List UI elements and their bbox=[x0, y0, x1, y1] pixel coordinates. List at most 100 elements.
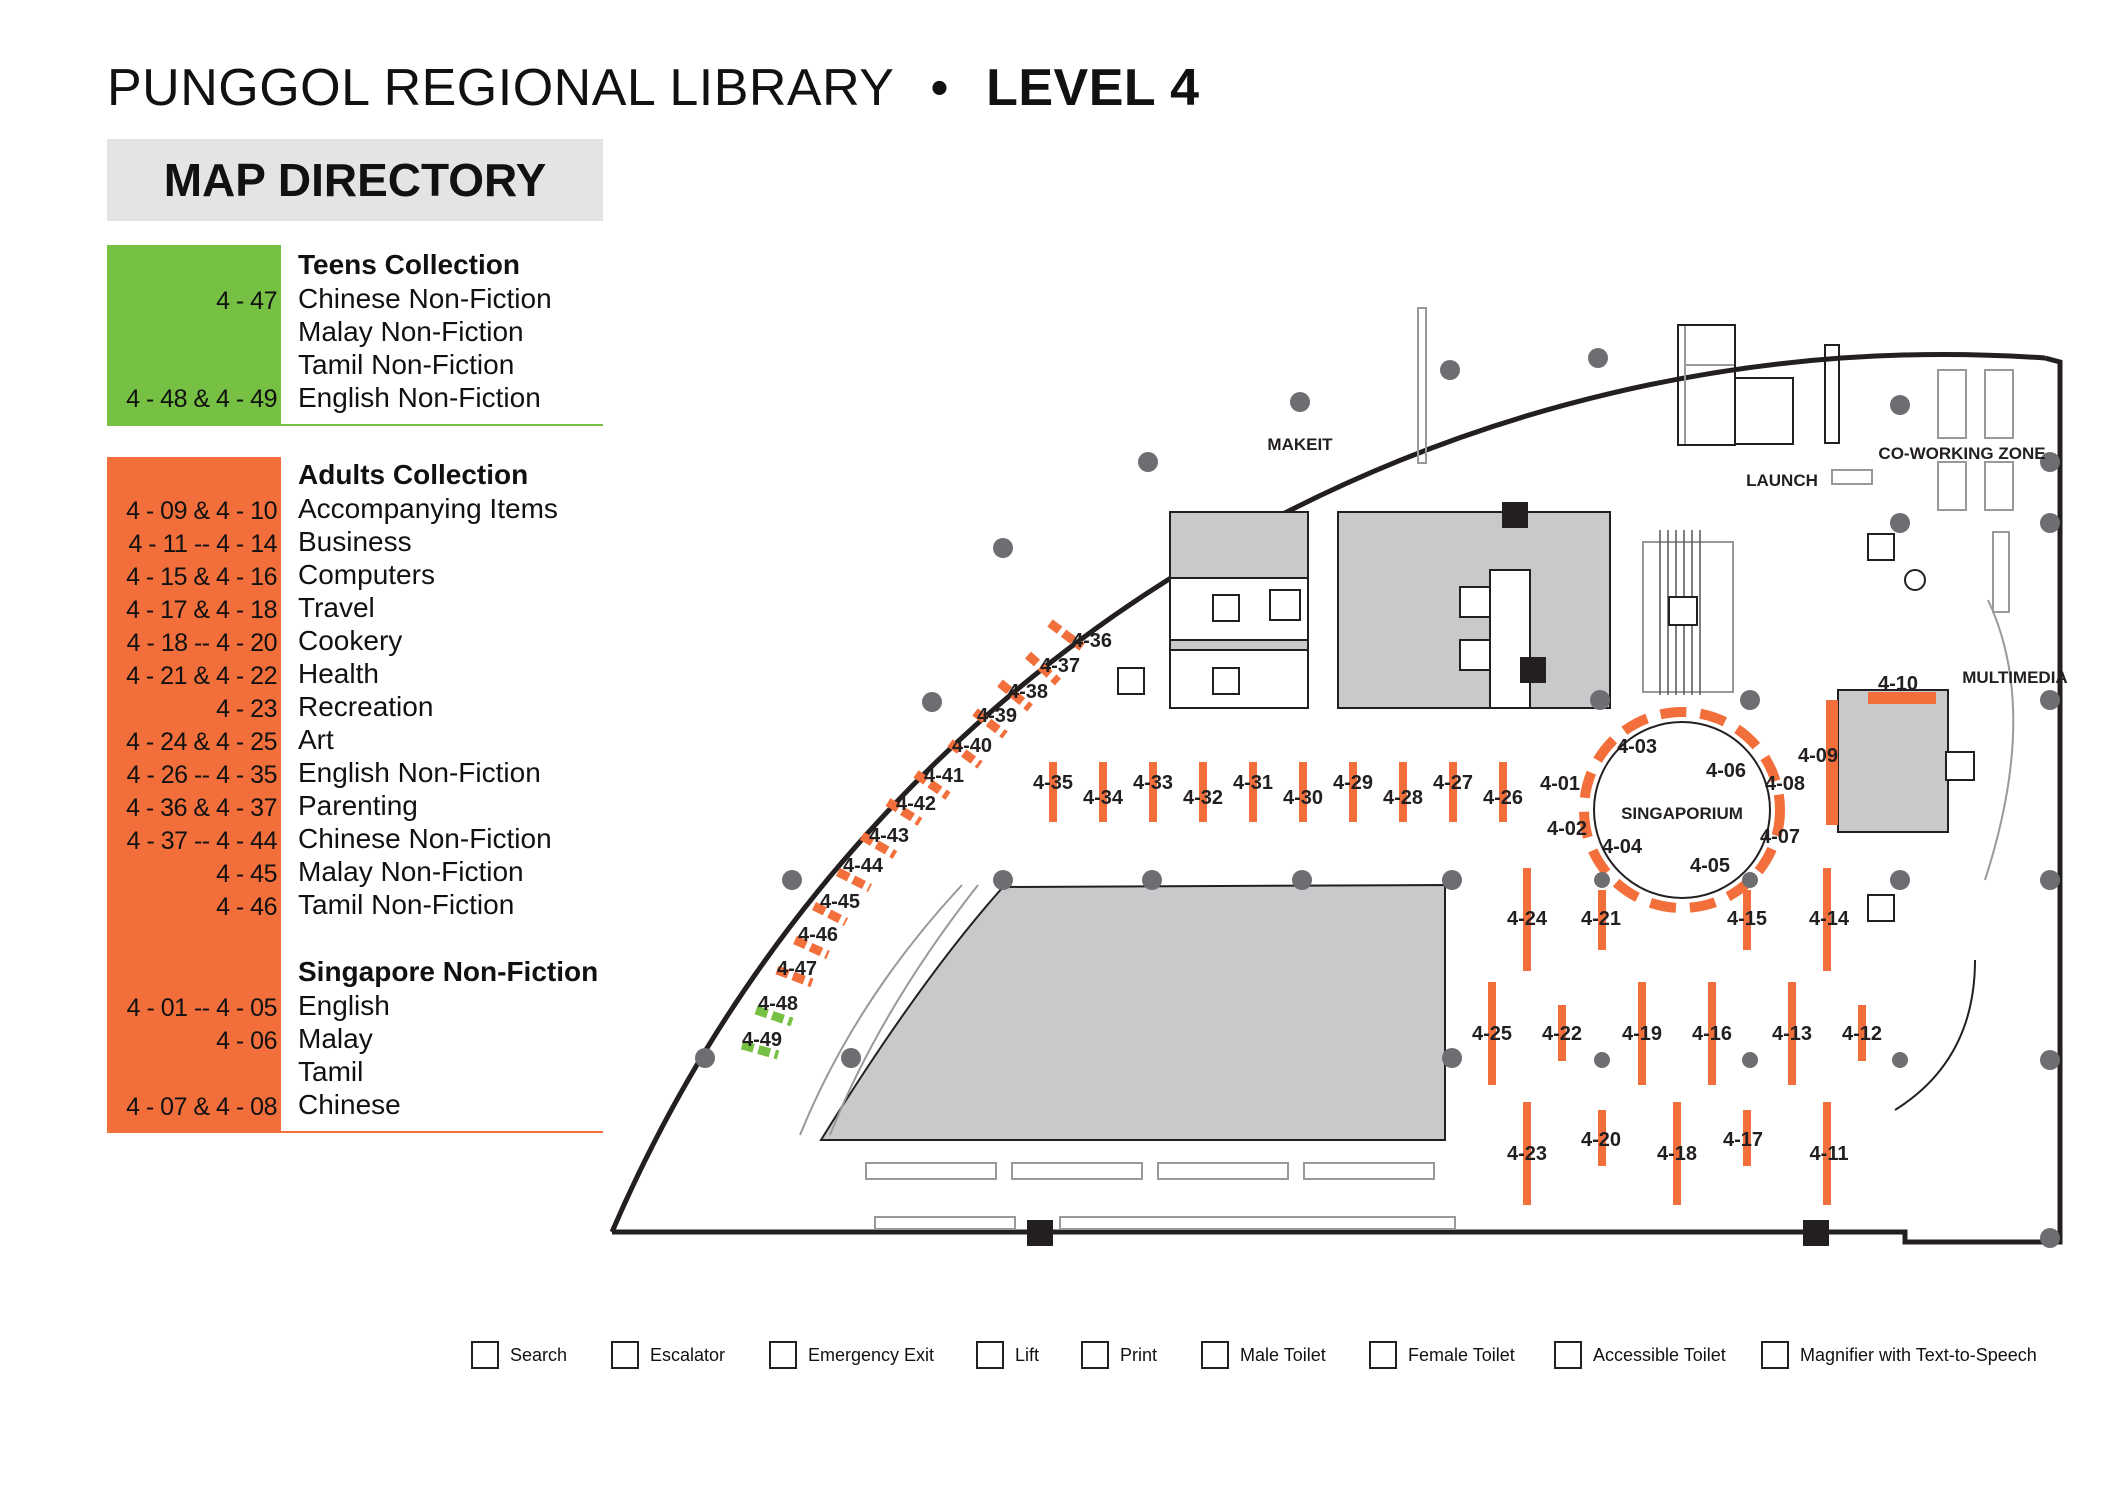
adults-item: English Non-Fiction bbox=[298, 757, 541, 788]
adults-item: Business bbox=[298, 526, 412, 557]
search-icon bbox=[1867, 894, 1895, 922]
shelf-label: 4-03 bbox=[1617, 736, 1657, 758]
outline-box bbox=[1831, 469, 1873, 485]
shelf-label: 4-26 bbox=[1483, 787, 1523, 809]
teens-shelves bbox=[740, 1005, 794, 1060]
shelf-label: 4-30 bbox=[1283, 787, 1323, 809]
room-hall bbox=[819, 883, 1446, 1141]
emergency-exit-icon bbox=[768, 1340, 798, 1370]
shelf-label: 4-05 bbox=[1690, 855, 1730, 877]
shelf-label: 4-10 bbox=[1878, 673, 1918, 695]
teens-code: 4 - 47 bbox=[216, 287, 277, 315]
legend-item: Print bbox=[1080, 1340, 1157, 1370]
adults-item: Malay Non-Fiction bbox=[298, 856, 524, 887]
adults-code: 4 - 36 & 4 - 37 bbox=[126, 794, 277, 822]
adults-code: 4 - 46 bbox=[216, 893, 277, 921]
pillars bbox=[695, 348, 2060, 1248]
outline-shelf bbox=[1937, 461, 1967, 511]
shelf-label: 4-44 bbox=[843, 855, 884, 877]
shelf-label: 4-09 bbox=[1798, 745, 1838, 767]
shelf-label: 4-11 bbox=[1810, 1143, 1849, 1165]
legend-label: Magnifier with Text-to-Speech bbox=[1800, 1344, 2037, 1365]
shelf-label: 4-49 bbox=[742, 1029, 782, 1051]
shelf-label: 4-32 bbox=[1183, 787, 1223, 809]
shelf-label: 4-46 bbox=[798, 924, 838, 946]
room-multimedia bbox=[1837, 689, 1949, 833]
shelf-labels: 4-014-024-034-044-054-064-074-084-094-10… bbox=[742, 630, 1918, 1165]
shelf-label: 4-23 bbox=[1507, 1143, 1547, 1165]
adults-item: Chinese Non-Fiction bbox=[298, 823, 552, 854]
shelf-label: 4-22 bbox=[1542, 1023, 1582, 1045]
shelf-label: 4-06 bbox=[1706, 760, 1746, 782]
adults-item: Health bbox=[298, 658, 379, 689]
escalator-zone bbox=[1642, 541, 1734, 693]
adults-code: 4 - 18 -- 4 - 20 bbox=[126, 629, 278, 657]
teens-heading: Teens Collection bbox=[298, 249, 520, 280]
shelf-label: 4-43 bbox=[869, 825, 909, 847]
adults-item: Computers bbox=[298, 559, 435, 590]
area-labels: MAKEIT LAUNCH CO-WORKING ZONE MULTIMEDIA… bbox=[1267, 435, 2067, 823]
legend-item: Female Toilet bbox=[1368, 1340, 1515, 1370]
adults-item: Recreation bbox=[298, 691, 434, 722]
singapore-code: 4 - 06 bbox=[216, 1027, 277, 1055]
accessible-toilet-icon bbox=[1553, 1340, 1583, 1370]
shelf-label: 4-38 bbox=[1008, 681, 1048, 703]
teens-code: 4 - 48 & 4 - 49 bbox=[126, 385, 277, 413]
shelf-label: 4-39 bbox=[977, 705, 1017, 727]
area-launch: LAUNCH bbox=[1746, 471, 1818, 490]
library-name: PUNGGOL REGIONAL LIBRARY bbox=[107, 59, 894, 117]
teens-item: Tamil Non-Fiction bbox=[298, 349, 515, 380]
shelf-label: 4-15 bbox=[1727, 908, 1767, 930]
legend: Search Escalator Emergency Exit Lift Print Ma… bbox=[470, 1340, 2070, 1390]
adults-heading: Adults Collection bbox=[298, 459, 529, 490]
singapore-item: Tamil bbox=[298, 1056, 364, 1087]
legend-item: Lift bbox=[975, 1340, 1039, 1370]
singapore-item: Malay bbox=[298, 1023, 373, 1054]
outline-bench bbox=[1303, 1162, 1435, 1180]
adults-code: 4 - 26 -- 4 - 35 bbox=[126, 761, 278, 789]
adults-code: 4 - 23 bbox=[216, 695, 277, 723]
shelf-label: 4-37 bbox=[1040, 655, 1080, 677]
shelf-label: 4-36 bbox=[1072, 630, 1112, 652]
outline-shelf bbox=[1984, 461, 2014, 511]
search-icon bbox=[1867, 533, 1895, 561]
adults-code: 4 - 37 -- 4 - 44 bbox=[126, 827, 278, 855]
shelf-label: 4-35 bbox=[1033, 772, 1073, 794]
emergency-exit-icon bbox=[1520, 657, 1546, 683]
teens-item: Malay Non-Fiction bbox=[298, 316, 524, 347]
shelf-label: 4-04 bbox=[1602, 836, 1643, 858]
rooms bbox=[819, 511, 1949, 1141]
legend-item: Male Toilet bbox=[1200, 1340, 1326, 1370]
adults-code: 4 - 17 & 4 - 18 bbox=[126, 596, 277, 624]
search-icon bbox=[1117, 667, 1145, 695]
shelf-label: 4-40 bbox=[952, 735, 992, 757]
adults-code: 4 - 21 & 4 - 22 bbox=[126, 662, 277, 690]
legend-item: Magnifier with Text-to-Speech bbox=[1760, 1340, 2037, 1370]
room-corridor bbox=[1489, 569, 1531, 709]
legend-item: Emergency Exit bbox=[768, 1340, 934, 1370]
legend-label: Search bbox=[510, 1344, 568, 1365]
shelf-label: 4-28 bbox=[1383, 787, 1423, 809]
adults-code: 4 - 24 & 4 - 25 bbox=[126, 728, 277, 756]
shelf-label: 4-25 bbox=[1472, 1023, 1512, 1045]
outline-curve bbox=[829, 884, 979, 1136]
adults-code: 4 - 09 & 4 - 10 bbox=[126, 497, 277, 525]
shelf-label: 4-24 bbox=[1507, 908, 1548, 930]
singapore-item: English bbox=[298, 990, 390, 1021]
outline-bench bbox=[1011, 1162, 1143, 1180]
outline-bench bbox=[874, 1216, 1016, 1230]
legend-label: Female Toilet bbox=[1408, 1344, 1515, 1365]
map-directory-header: MAP DIRECTORY bbox=[107, 139, 603, 221]
lift-icon bbox=[1459, 639, 1491, 671]
singapore-code: 4 - 01 -- 4 - 05 bbox=[126, 994, 278, 1022]
coworking-partition bbox=[1824, 344, 1840, 444]
area-coworking: CO-WORKING ZONE bbox=[1878, 444, 2045, 463]
adults-item: Travel bbox=[298, 592, 375, 623]
adults-code: 4 - 15 & 4 - 16 bbox=[126, 563, 277, 591]
adults-item: Art bbox=[298, 724, 334, 755]
magnifier-tts-icon bbox=[1904, 569, 1926, 591]
legend-item: Escalator bbox=[610, 1340, 725, 1370]
teens-item: English Non-Fiction bbox=[298, 382, 541, 413]
singapore-code: 4 - 07 & 4 - 08 bbox=[126, 1093, 277, 1121]
